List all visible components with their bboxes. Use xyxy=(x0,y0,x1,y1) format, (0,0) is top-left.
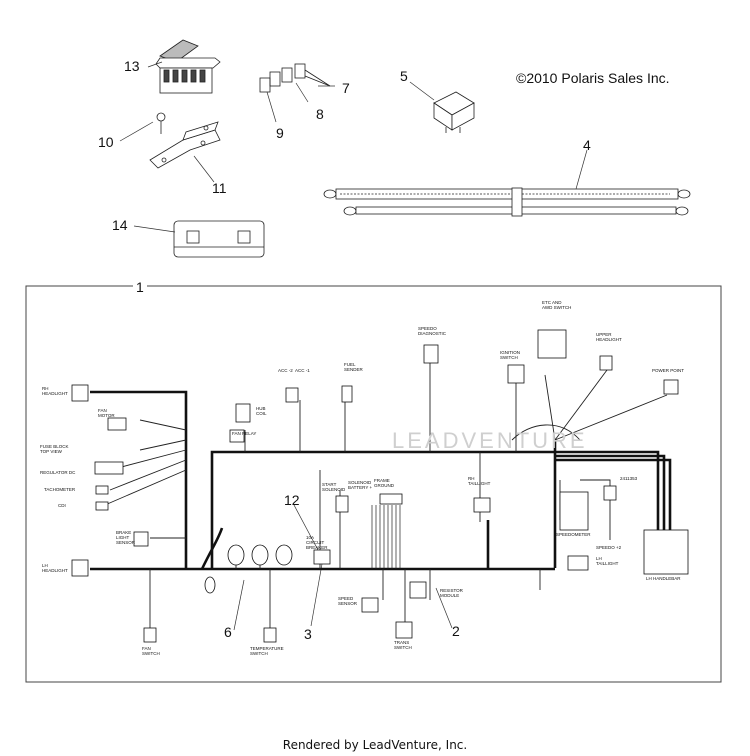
main-trunk xyxy=(90,390,672,571)
connectors xyxy=(71,329,689,643)
label-temp-switch: TEMPERATURE SWITCH xyxy=(250,646,284,656)
callout-13: 13 xyxy=(124,58,140,74)
label-fuse-block: FUSE BLOCK TOP VIEW xyxy=(40,444,69,454)
watermark: LEADVENTURE xyxy=(392,428,588,453)
label-lh-taillight: LH TAILLIGHT xyxy=(596,556,619,566)
label-fuel-sender: FUEL SENDER xyxy=(344,362,363,372)
label-hub-coil: HUB COIL xyxy=(256,406,267,416)
fuses xyxy=(259,63,331,93)
label-speedometer: SPEEDOMETER xyxy=(556,532,591,537)
callout-4: 4 xyxy=(583,137,591,153)
label-tachometer: TACHOMETER xyxy=(44,487,76,492)
fuse-block-cover xyxy=(155,39,221,94)
bracket xyxy=(149,112,221,169)
copyright-text: ©2010 Polaris Sales Inc. xyxy=(516,70,670,86)
label-lh-handlebar: LH HANDLEBAR xyxy=(646,576,681,581)
label-brake-sensor: BRAKE LIGHT SENSOR xyxy=(116,530,136,545)
label-solenoid-battery: SOLENOID BATTERY + xyxy=(348,480,373,490)
label-regulator: REGULATOR DC xyxy=(40,470,76,475)
label-fan-motor: FAN MOTOR xyxy=(98,408,115,418)
battery-cable xyxy=(323,187,691,217)
label-acc: ACC -2 ACC -1 xyxy=(278,368,310,373)
label-speedo-diag: SPEEDO DIAGNOSTIC xyxy=(418,326,447,336)
label-part-number: 2411353 xyxy=(620,476,638,481)
label-start-solenoid: START SOLENOID xyxy=(322,482,346,492)
ground-bundle xyxy=(371,505,401,569)
label-speedo2: SPEEDO +2 xyxy=(596,545,622,550)
footer-credit: Rendered by LeadVenture, Inc. xyxy=(282,738,468,752)
label-resistor-module: RESISTOR MODULE xyxy=(440,588,463,598)
label-etc-awd: ETC AND AWD SWITCH xyxy=(542,300,572,310)
label-power-point: POWER POINT xyxy=(652,368,685,373)
callout-1: 1 xyxy=(133,279,147,295)
relay xyxy=(433,91,475,133)
callout-3: 3 xyxy=(304,626,312,642)
branch-wires xyxy=(104,360,668,635)
label-trans-switch: TRANS SWITCH xyxy=(394,640,412,650)
label-fan-relay: FAN RELAY xyxy=(232,431,257,436)
callout-10: 10 xyxy=(98,134,114,150)
label-cdi: CDI xyxy=(58,503,66,508)
label-fan-switch: FAN SWITCH xyxy=(142,646,160,656)
label-ignition-switch: IGNITION SWITCH xyxy=(500,350,520,360)
label-rh-headlight: RH HEADLIGHT xyxy=(42,386,68,396)
callout-5: 5 xyxy=(400,68,408,84)
callout-11: 11 xyxy=(212,180,227,196)
callout-9: 9 xyxy=(276,125,284,141)
label-speed-sensor: SPEED SENSOR xyxy=(338,596,358,606)
label-upper-headlight: UPPER HEADLIGHT xyxy=(596,332,622,342)
callout-12: 12 xyxy=(284,492,300,508)
harness-clip xyxy=(173,220,265,258)
callout-6: 6 xyxy=(224,624,232,640)
label-rh-taillight: RH TAILLIGHT xyxy=(468,476,491,486)
callout-14: 14 xyxy=(112,217,128,233)
callout-8: 8 xyxy=(316,106,324,122)
label-lh-headlight: LH HEADLIGHT xyxy=(42,563,68,573)
harness-frame xyxy=(25,285,722,683)
leader-lines xyxy=(119,61,588,631)
label-circuit-breaker: 10A CIRCUIT BREAKER xyxy=(306,535,328,550)
label-frame-ground: FRAME GROUND xyxy=(374,478,394,488)
callout-2: 2 xyxy=(452,623,460,639)
callout-7: 7 xyxy=(342,80,350,96)
